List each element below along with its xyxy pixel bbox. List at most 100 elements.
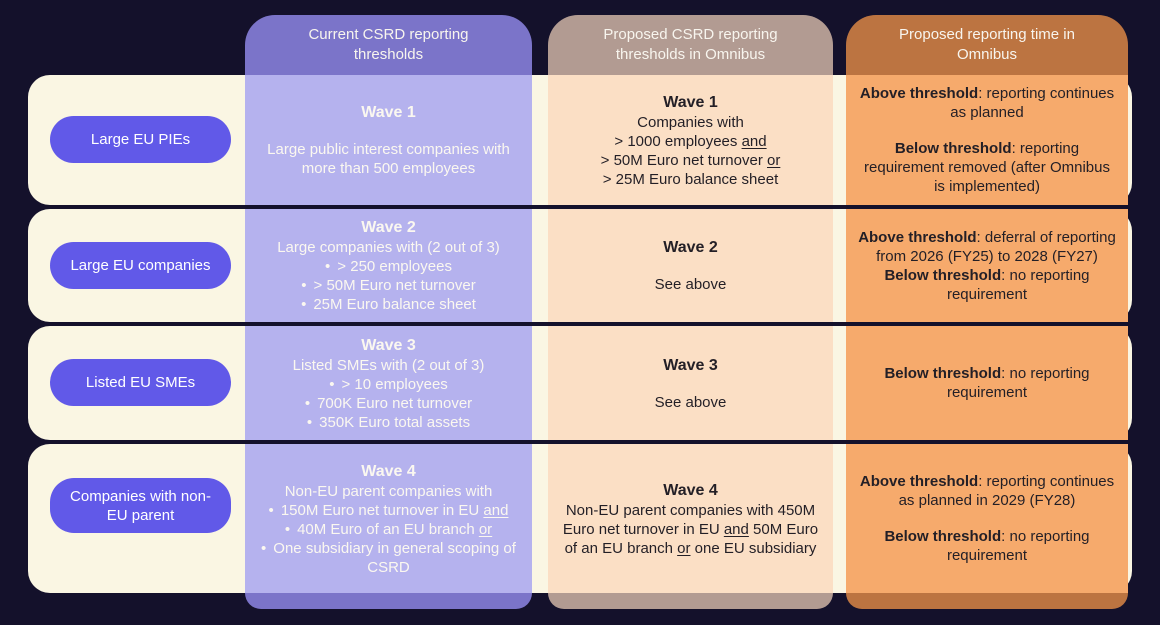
text-segment: Below threshold <box>884 528 1002 545</box>
cell-current-large-eu-pies: Wave 1 Large public interest companies wi… <box>245 75 532 205</box>
column-header-timing: Proposed reporting time in Omnibus <box>846 15 1128 75</box>
bullet-icon: • <box>329 375 335 393</box>
text-segment: 150M Euro net turnover in EU <box>280 501 484 519</box>
text-line: See above <box>655 275 727 294</box>
text-segment: Below threshold <box>894 140 1012 157</box>
text-segment: > 1000 employees <box>614 132 742 150</box>
cell-proposed-large-eu-pies: Wave 1 Companies with> 1000 employees and… <box>548 75 833 205</box>
text-segment: and <box>723 520 749 538</box>
wave-title: Wave 1 <box>663 93 718 111</box>
bullet-icon: • <box>304 394 311 412</box>
text-line: Above threshold: reporting continues as … <box>858 84 1116 122</box>
wave-title: Wave 2 <box>361 219 416 236</box>
text-segment: or <box>677 539 691 557</box>
text-segment: > 250 employees <box>337 258 452 275</box>
cell-timing-large-eu-companies: Above threshold: deferral of reporting f… <box>846 209 1128 322</box>
row-label-large-eu-companies: Large EU companies <box>50 242 231 289</box>
text-line: Below threshold: no reporting requiremen… <box>858 527 1116 565</box>
text-segment: 40M Euro of an EU branch <box>297 520 479 538</box>
text-segment: Large public interest companies with mor… <box>267 141 510 177</box>
text-segment: Listed SMEs with (2 out of 3) <box>292 356 485 374</box>
text-segment: : deferral of reporting from 2026 (FY25)… <box>876 228 1116 265</box>
text-segment: Above threshold <box>859 473 979 490</box>
text-line: Listed SMEs with (2 out of 3) <box>293 356 485 375</box>
wave-title: Wave 3 <box>663 356 718 374</box>
text-segment: > 50M Euro net turnover <box>313 277 476 294</box>
text-line: See above <box>655 393 727 412</box>
text-segment: or <box>767 151 781 169</box>
text-segment: Above threshold <box>858 228 977 246</box>
text-segment: Above threshold <box>859 85 979 102</box>
cell-proposed-listed-eu-smes: Wave 3 See above <box>548 326 833 440</box>
bullet-icon: • <box>284 520 291 538</box>
bullet-icon: • <box>306 413 313 431</box>
bullet-line: • 40M Euro of an EU branch or <box>285 520 492 539</box>
bullet-line: • > 250 employees <box>325 257 452 276</box>
column-header-label: Proposed CSRD reporting thresholds in Om… <box>603 26 778 63</box>
text-segment: and <box>741 132 767 150</box>
bullet-line: •350K Euro total assets <box>307 413 470 432</box>
text-line: Companies with <box>637 113 744 132</box>
text-segment: : no reporting requirement <box>946 365 1090 401</box>
text-segment: or <box>478 520 493 538</box>
column-header-label: Current CSRD reporting thresholds <box>308 26 469 63</box>
cell-proposed-non-eu-parent: Wave 4 Non-EU parent companies with 450M … <box>548 444 833 593</box>
bullet-line: • 150M Euro net turnover in EU and <box>269 501 509 520</box>
text-segment: See above <box>654 393 727 411</box>
text-line: > 25M Euro balance sheet <box>603 170 779 189</box>
bullet-icon: • <box>325 258 331 275</box>
bullet-icon: • <box>301 296 307 313</box>
text-segment: : no reporting requirement <box>946 266 1090 303</box>
bullet-line: • 25M Euro balance sheet <box>301 295 476 314</box>
text-segment: > 25M Euro balance sheet <box>602 170 779 188</box>
bullet-line: • > 10 employees <box>329 375 448 394</box>
text-segment: > 10 employees <box>341 375 448 393</box>
bullet-line: •One subsidiary in general scoping of CS… <box>257 539 520 577</box>
text-line: > 50M Euro net turnover or <box>601 151 781 170</box>
text-segment: Non-EU parent companies with 450M Euro n… <box>562 501 816 538</box>
wave-title: Wave 4 <box>663 481 718 499</box>
text-segment: 700K Euro net turnover <box>317 394 473 412</box>
text-segment: : reporting continues as planned in 2029… <box>898 473 1115 509</box>
text-line: Above threshold: reporting continues as … <box>858 472 1116 510</box>
column-header-proposed: Proposed CSRD reporting thresholds in Om… <box>548 15 833 75</box>
text-segment: Below threshold <box>884 266 1002 284</box>
text-line: Above threshold: deferral of reporting f… <box>858 228 1116 266</box>
bullet-icon: • <box>301 277 307 294</box>
column-header-label: Proposed reporting time in Omnibus <box>899 26 1075 63</box>
text-segment: Below threshold <box>884 365 1002 382</box>
text-line: Non-EU parent companies with <box>285 482 493 501</box>
cell-timing-listed-eu-smes: Below threshold: no reporting requiremen… <box>846 326 1128 440</box>
column-footer-timing <box>846 593 1128 609</box>
text-line: Below threshold: no reporting requiremen… <box>858 364 1116 402</box>
text-segment: : no reporting requirement <box>946 528 1090 564</box>
text-line: Large companies with (2 out of 3) <box>277 238 500 257</box>
text-segment: Large companies with (2 out of 3) <box>277 239 500 256</box>
text-segment: One subsidiary in general scoping of CSR… <box>273 539 516 576</box>
text-segment: 25M Euro balance sheet <box>313 296 476 313</box>
bullet-line: • 700K Euro net turnover <box>305 394 472 413</box>
text-line: Large public interest companies with mor… <box>257 140 520 178</box>
wave-title: Wave 1 <box>361 104 416 121</box>
column-footer-proposed <box>548 593 833 609</box>
bullet-icon: • <box>268 501 274 519</box>
cell-proposed-large-eu-companies: Wave 2 See above <box>548 209 833 322</box>
text-segment: : reporting continues as planned <box>950 85 1115 121</box>
wave-title: Wave 2 <box>663 239 718 256</box>
row-label-listed-eu-smes: Listed EU SMEs <box>50 359 231 406</box>
text-line: > 1000 employees and <box>614 132 766 151</box>
wave-title: Wave 3 <box>361 336 416 354</box>
column-header-current: Current CSRD reporting thresholds <box>245 15 532 75</box>
text-line: Non-EU parent companies with 450M Euro n… <box>560 501 821 558</box>
text-line: Below threshold: no reporting requiremen… <box>858 266 1116 304</box>
text-segment: 50M Euro of an EU branch <box>564 520 819 557</box>
text-segment: See above <box>654 276 727 293</box>
wave-title: Wave 4 <box>361 462 416 480</box>
cell-timing-non-eu-parent: Above threshold: reporting continues as … <box>846 444 1128 593</box>
text-segment: > 50M Euro net turnover <box>600 151 767 169</box>
text-segment: and <box>483 501 509 519</box>
